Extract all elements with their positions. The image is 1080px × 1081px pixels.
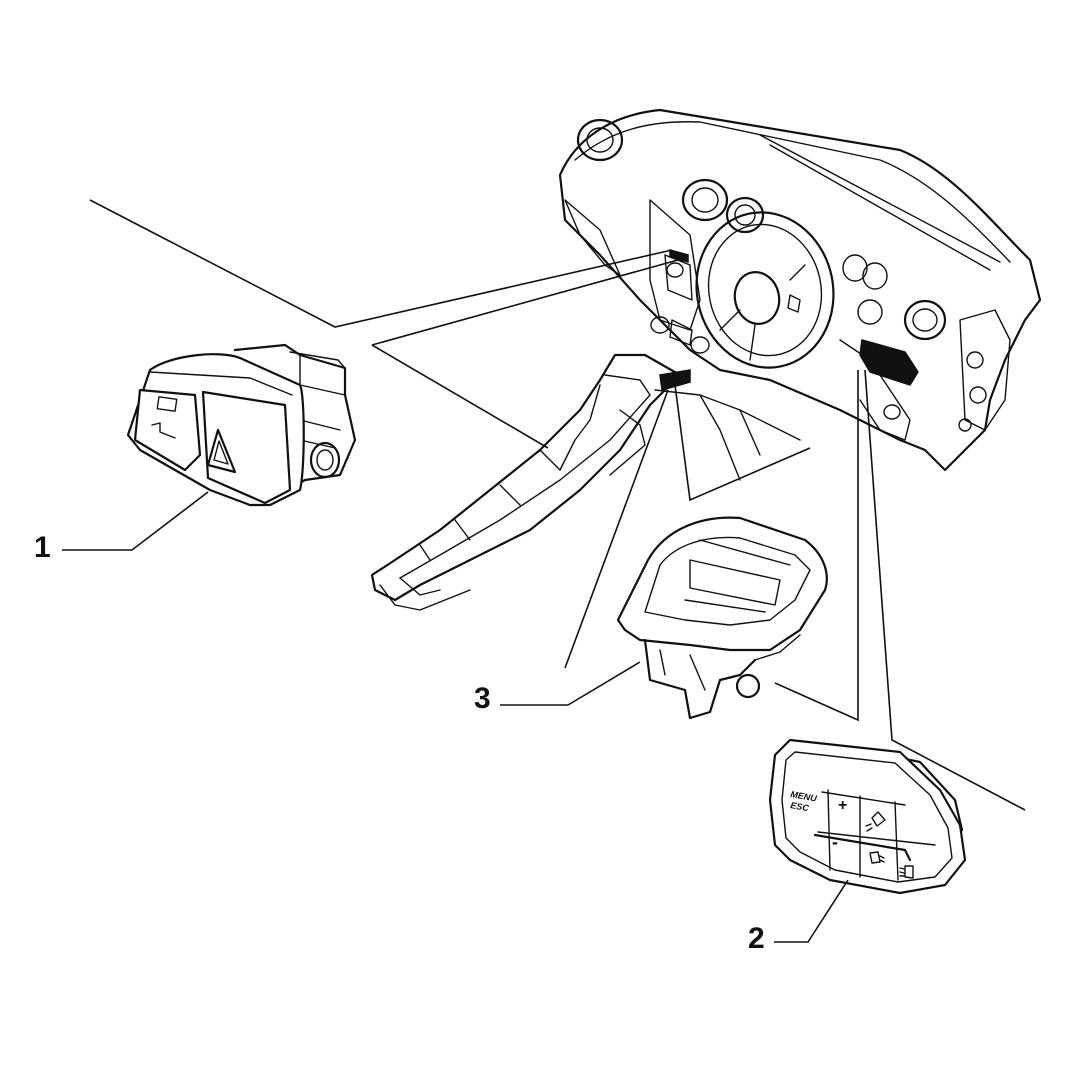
callout-3: 3 bbox=[474, 661, 641, 715]
part3-location-marker bbox=[659, 369, 691, 391]
part2-switch-panel: MENU ESC + - bbox=[768, 738, 967, 895]
part3-tray bbox=[616, 516, 828, 720]
callout-label-3: 3 bbox=[474, 682, 491, 715]
callout-1: 1 bbox=[34, 491, 209, 564]
front-fog-light-icon bbox=[899, 865, 914, 879]
callout-2: 2 bbox=[748, 879, 849, 955]
part2-location-marker bbox=[859, 339, 919, 386]
door-lock-icon bbox=[151, 396, 178, 439]
leader-lines bbox=[89, 199, 1026, 811]
callout-label-2: 2 bbox=[748, 922, 765, 955]
part1-switch bbox=[126, 343, 357, 507]
headlight-leveling-icon bbox=[865, 811, 886, 832]
plus-label: + bbox=[838, 797, 847, 814]
rear-fog-light-icon bbox=[869, 851, 885, 864]
dashboard-assembly bbox=[558, 108, 1042, 472]
center-console bbox=[370, 353, 801, 611]
esc-label: ESC bbox=[790, 800, 810, 813]
menu-label: MENU bbox=[790, 789, 818, 804]
callout-label-1: 1 bbox=[34, 531, 51, 564]
hazard-triangle-icon bbox=[206, 428, 237, 474]
minus-label: - bbox=[832, 832, 838, 852]
